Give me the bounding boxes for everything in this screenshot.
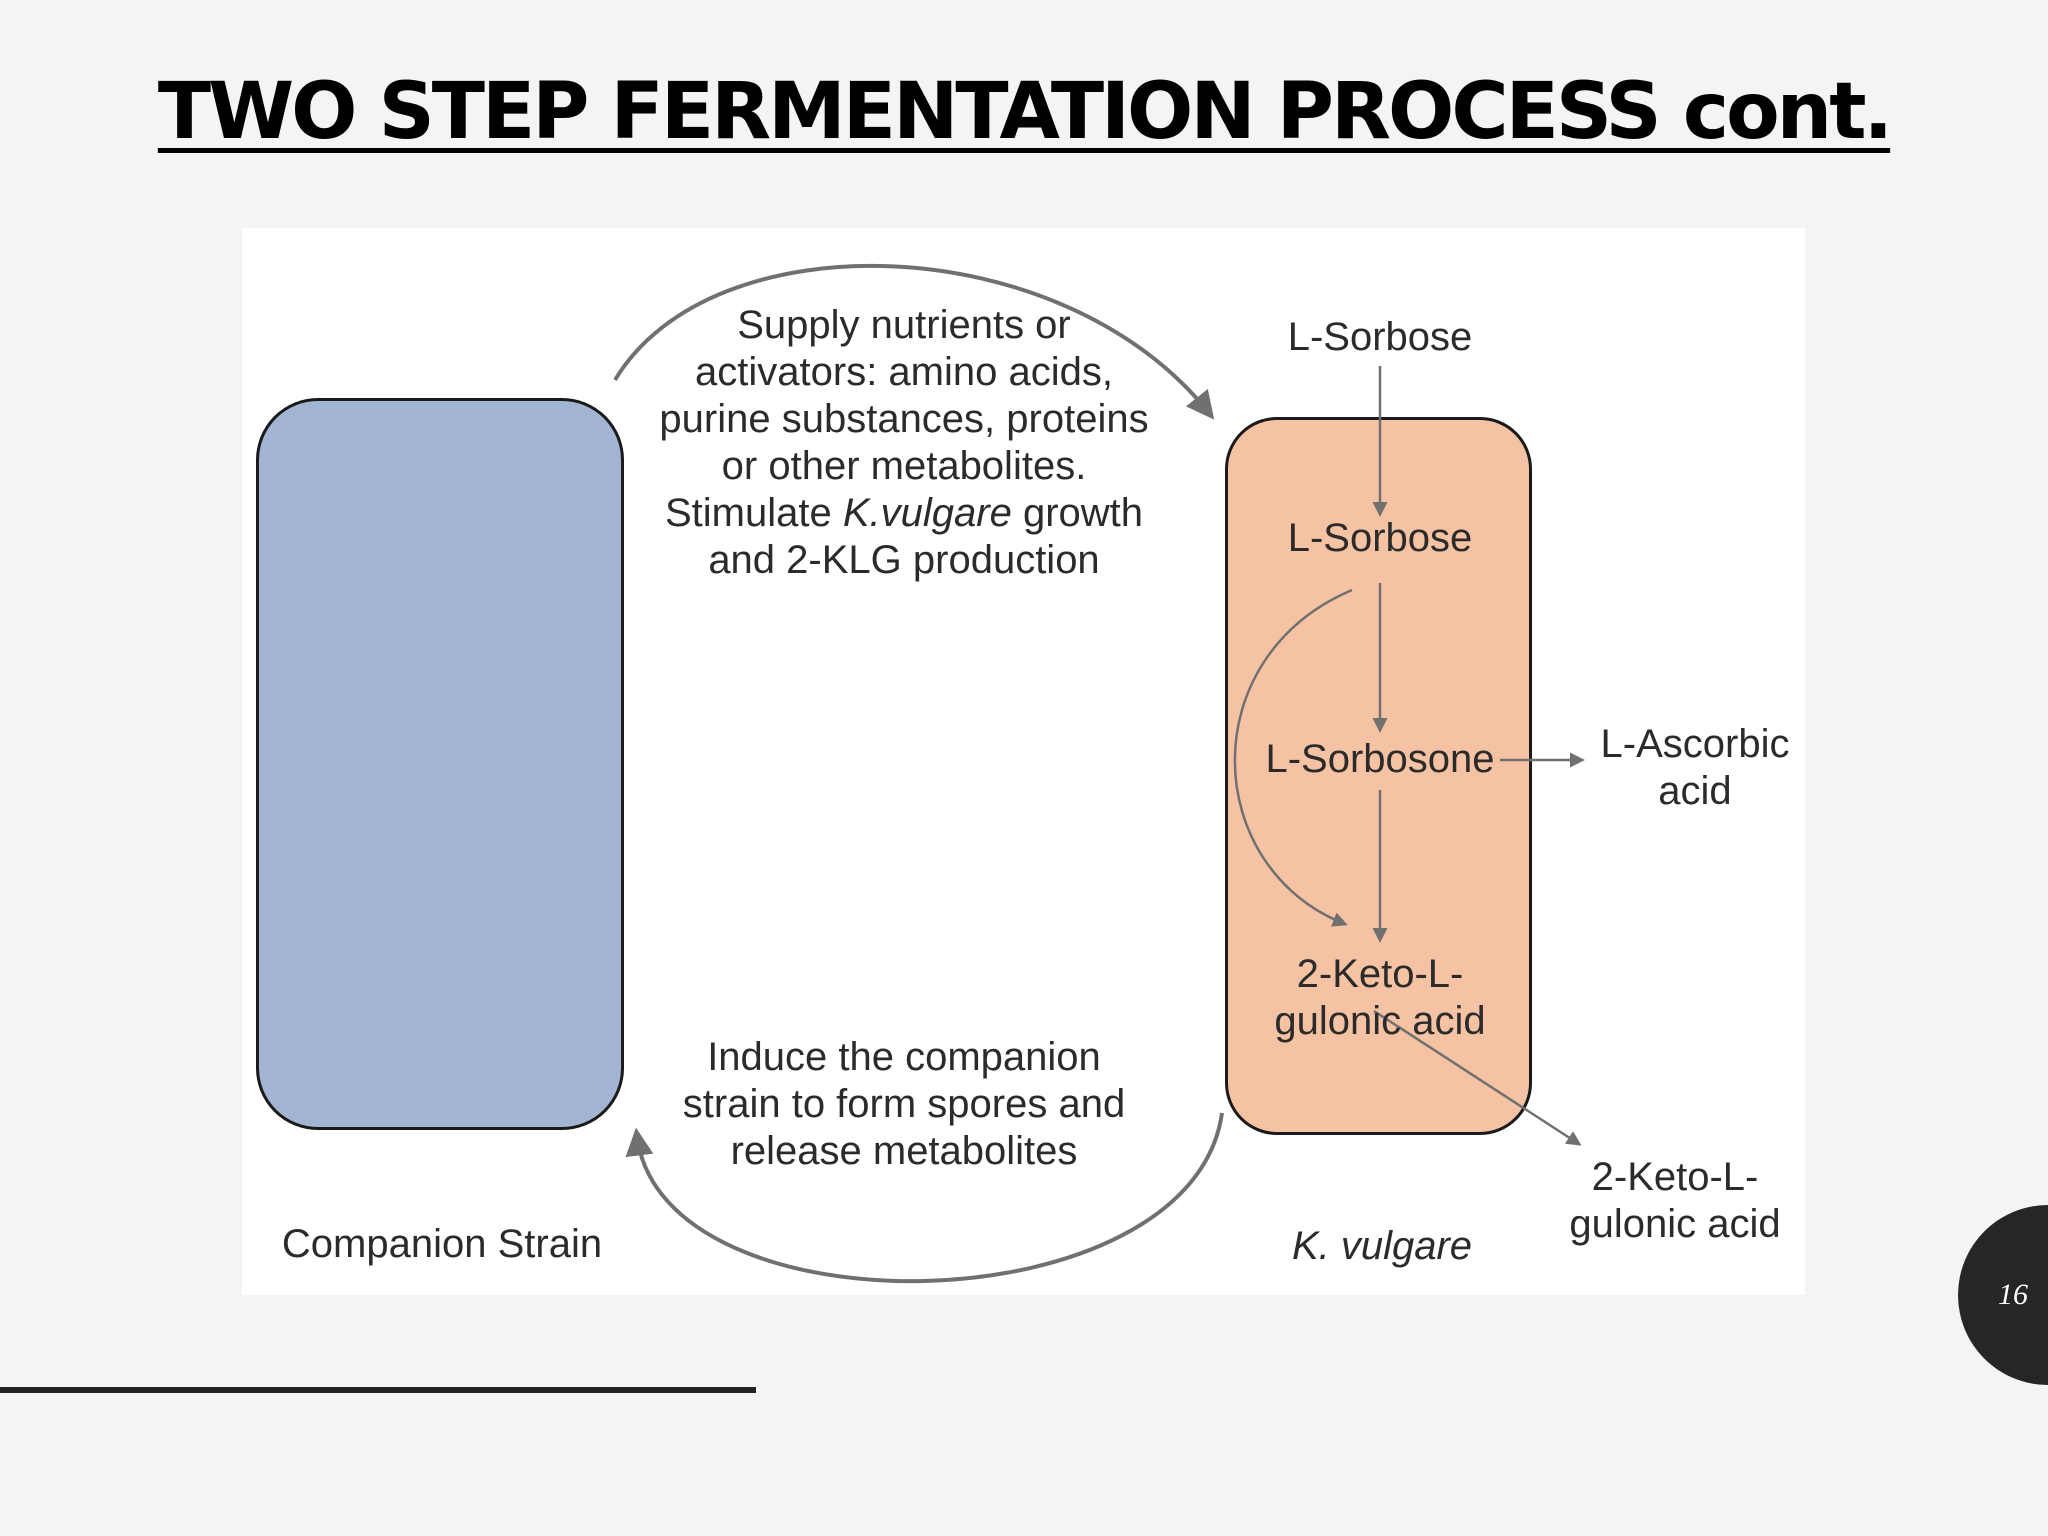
fermentation-diagram: Supply nutrients or activators: amino ac… — [242, 228, 1805, 1295]
node-klg-inside-line: gulonic acid — [1274, 999, 1486, 1043]
node-klg-outside-line: 2-Keto-L- — [1591, 1155, 1759, 1199]
top-note-text: growth — [1011, 491, 1143, 535]
bottom-curved-arrow — [625, 1112, 1224, 1284]
node-ascorbic-acid: L-Ascorbic acid — [1585, 721, 1805, 815]
diagram-arrows — [613, 263, 1585, 1284]
node-sorbosone: L-Sorbosone — [1265, 737, 1495, 781]
top-note-line: and 2-KLG production — [708, 538, 1100, 582]
node-klg-inside: 2-Keto-L- gulonic acid — [1250, 951, 1510, 1045]
companion-strain-label: Companion Strain — [281, 1222, 603, 1266]
bottom-note-line: release metabolites — [730, 1129, 1078, 1173]
bottom-note-line: Induce the companion — [707, 1035, 1101, 1079]
slide-title-text: TWO STEP FERMENTATION PROCESS cont. — [157, 67, 1893, 157]
page-number: 16 — [1998, 1278, 2028, 1311]
top-note-line: Stimulate K.vulgare growth — [644, 490, 1164, 537]
top-note-text: Stimulate — [664, 491, 843, 535]
arrow-sorbose-direct-to-klg — [1233, 588, 1353, 927]
bottom-note-line: strain to form spores and — [682, 1082, 1126, 1126]
top-note-line: or other metabolites. — [721, 444, 1087, 488]
kvulgare-label: K. vulgare — [1291, 1224, 1473, 1268]
node-ascorbic-line: L-Ascorbic — [1600, 722, 1790, 766]
node-klg-outside: 2-Keto-L- gulonic acid — [1555, 1154, 1795, 1248]
top-note-line: Supply nutrients or — [737, 303, 1071, 347]
node-ascorbic-line: acid — [1658, 769, 1732, 813]
top-note-species: K.vulgare — [842, 491, 1012, 535]
top-note: Supply nutrients or activators: amino ac… — [644, 302, 1164, 584]
node-sorbose-inside: L-Sorbose — [1287, 516, 1473, 560]
top-curved-arrow — [613, 263, 1215, 420]
companion-strain-box — [256, 398, 624, 1130]
node-sorbose-outside: L-Sorbose — [1287, 315, 1473, 359]
node-klg-inside-line: 2-Keto-L- — [1296, 952, 1464, 996]
top-note-line: purine substances, proteins — [659, 397, 1149, 441]
arrow-klg-export — [1373, 1009, 1582, 1146]
top-note-line: activators: amino acids, — [695, 350, 1113, 394]
slide-title: TWO STEP FERMENTATION PROCESS cont. — [0, 66, 2048, 160]
node-klg-outside-line: gulonic acid — [1569, 1202, 1781, 1246]
footer-rule — [0, 1387, 756, 1393]
bottom-note: Induce the companion strain to form spor… — [664, 1034, 1144, 1175]
